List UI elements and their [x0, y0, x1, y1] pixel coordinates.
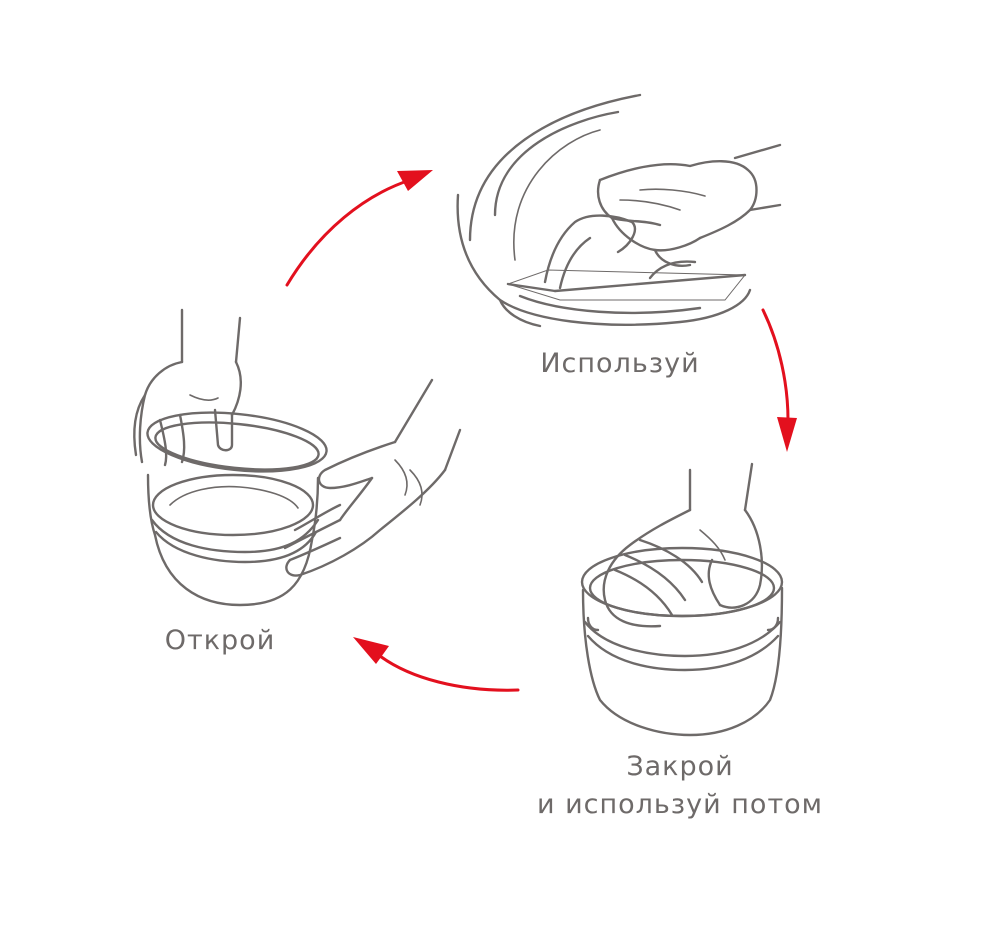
arrow-open-to-use-head: [397, 170, 433, 191]
arrow-close-to-open-head: [353, 637, 389, 664]
arrow-close-to-open-line: [378, 654, 520, 692]
step-label-close-line1: Закрой: [626, 751, 734, 782]
step-label-open: Открой: [164, 625, 276, 656]
open-bucket-lid-icon: [133, 308, 462, 607]
arrow-use-to-close: [761, 308, 797, 452]
arrow-open-to-use: [285, 170, 433, 287]
step-label-close-line2: и используй потом: [536, 789, 824, 820]
step-label-close: Закрой и используй потом: [500, 748, 860, 824]
step-label-use: Используй: [540, 348, 700, 379]
arrow-use-to-close-line: [761, 308, 790, 422]
arrow-open-to-use-line: [285, 178, 412, 287]
arrow-use-to-close-head: [777, 417, 797, 452]
trowel-hand-icon: [456, 93, 782, 328]
arrow-close-to-open: [353, 637, 520, 692]
press-bucket-icon: [580, 462, 784, 737]
